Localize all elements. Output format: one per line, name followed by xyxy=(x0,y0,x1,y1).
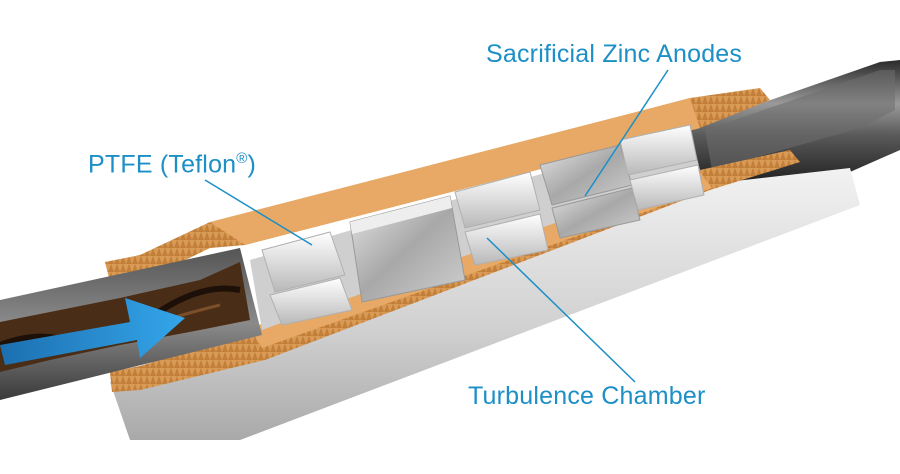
turbulence-chamber-label: Turbulence Chamber xyxy=(468,382,706,410)
zinc-anodes-label: Sacrificial Zinc Anodes xyxy=(486,40,743,68)
ptfe-sleeve-top-band xyxy=(210,98,700,245)
steel-body xyxy=(110,168,860,440)
ptfe-blocks-middle xyxy=(454,171,549,266)
registered-mark: ® xyxy=(236,150,248,167)
ptfe-leader-line xyxy=(204,179,313,246)
flow-arrow xyxy=(0,298,185,365)
ptfe-blocks xyxy=(261,231,353,326)
ptfe-label: PTFE (Teflon®) xyxy=(88,150,256,179)
ptfe-label-main: PTFE (Teflon xyxy=(88,150,237,179)
right-pipe-inner xyxy=(705,70,895,170)
zinc-block-large xyxy=(349,195,466,303)
zinc-leader-line xyxy=(584,69,669,197)
turbulence-leader-line xyxy=(486,237,636,383)
ptfe-label-close: ) xyxy=(247,150,257,179)
